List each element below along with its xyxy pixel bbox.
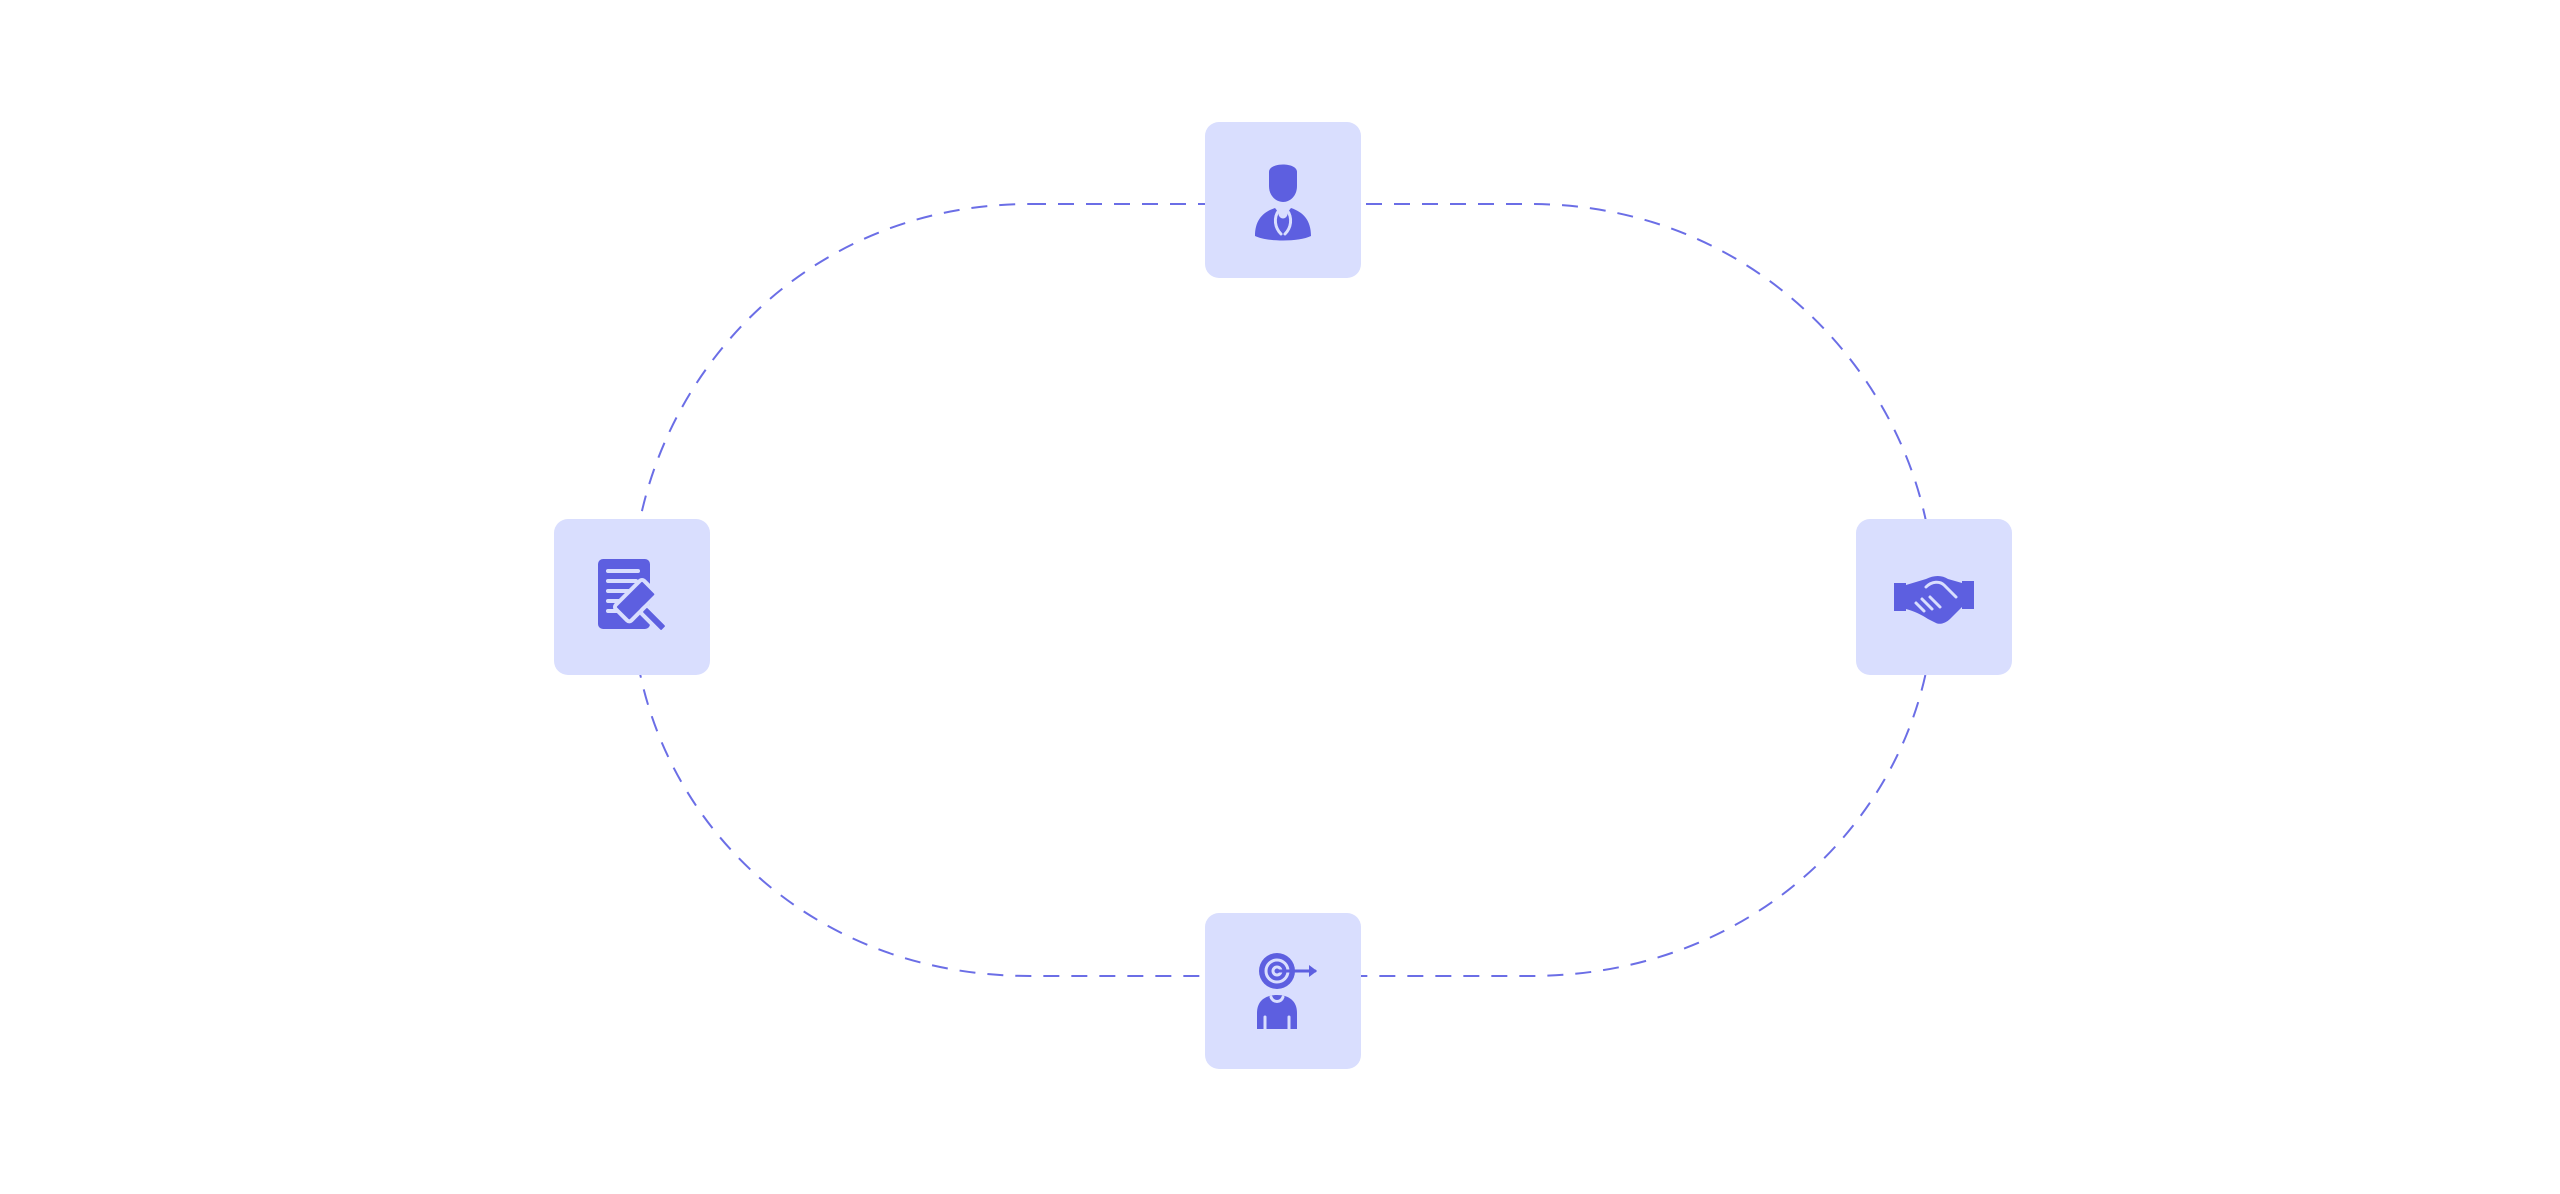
node-top-lawyer xyxy=(1205,122,1361,278)
cycle-ring-path xyxy=(630,203,1936,977)
target-person-icon xyxy=(1257,953,1317,1031)
node-bottom-target-person xyxy=(1205,913,1361,1069)
handshake-icon xyxy=(1894,576,1974,624)
lawyer-icon xyxy=(1255,164,1311,241)
node-left-legal-document xyxy=(554,519,710,675)
node-right-handshake xyxy=(1856,519,2012,675)
legal-document-gavel-icon xyxy=(598,559,669,634)
